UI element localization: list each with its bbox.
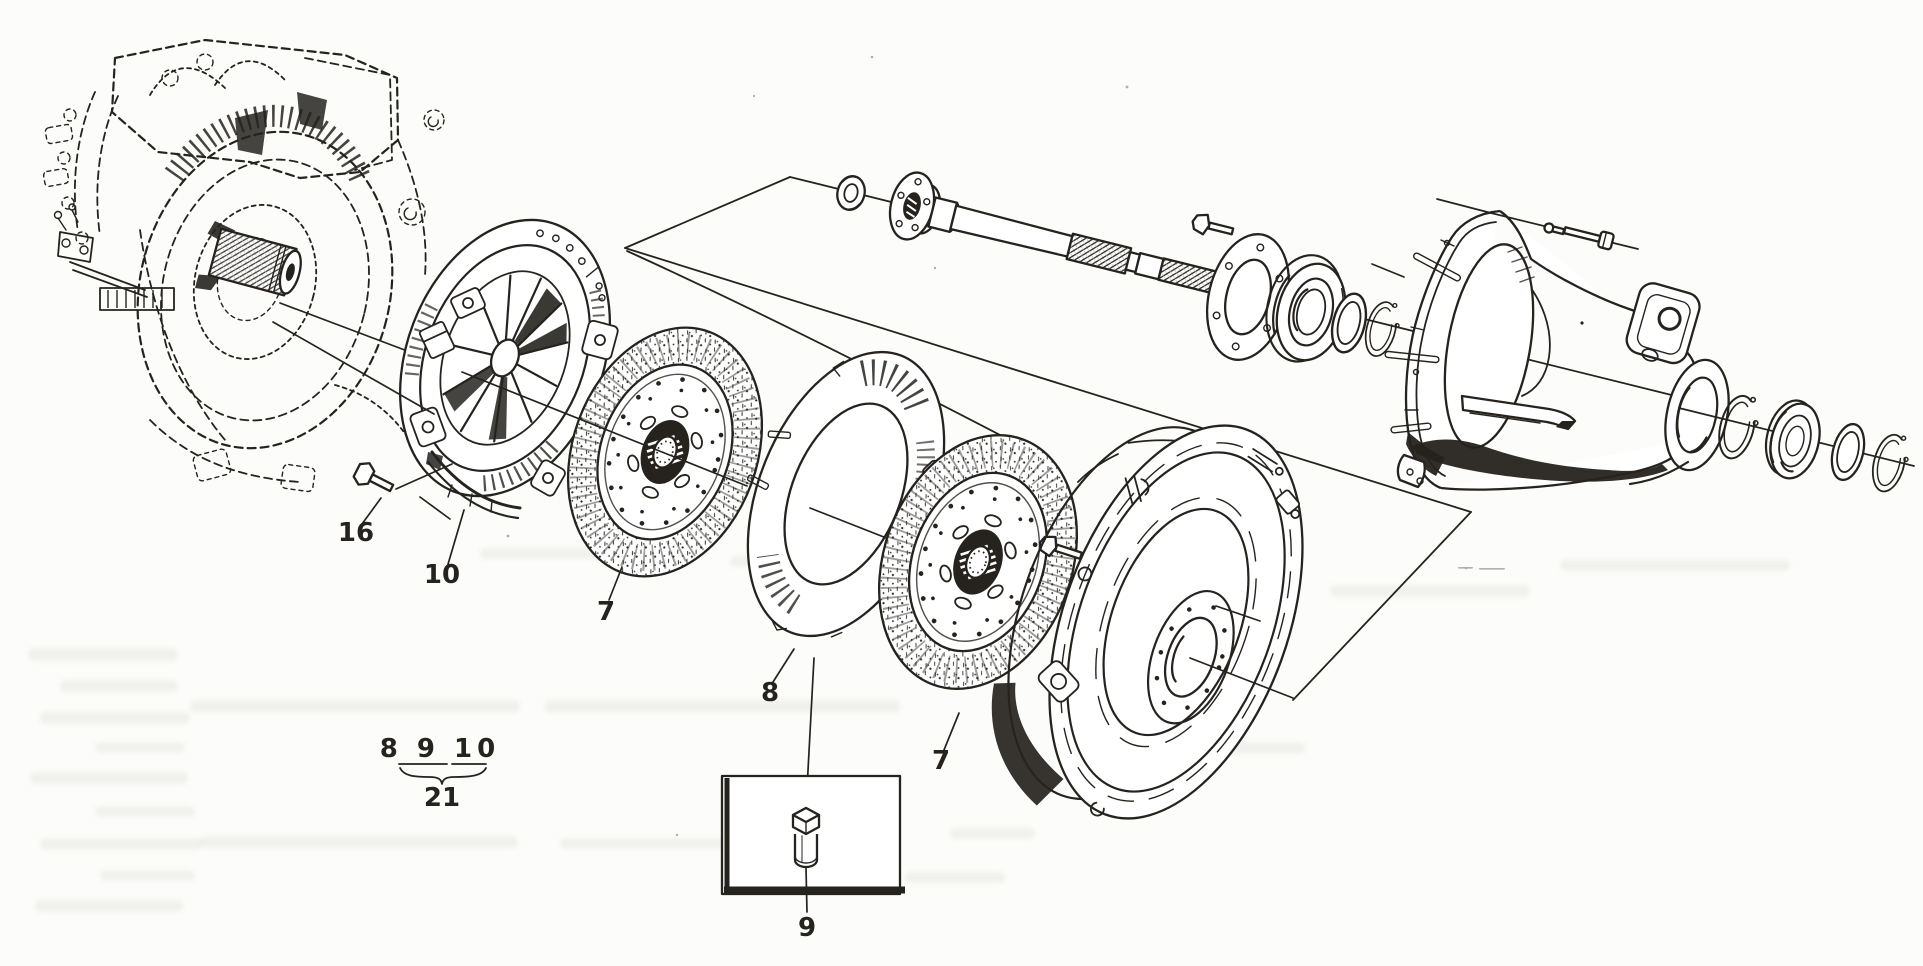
group-members: 8 9 10 bbox=[380, 734, 500, 764]
leader-flywheel-hub bbox=[1215, 605, 1261, 622]
callout-7-rear: 7 bbox=[932, 746, 950, 776]
bearing-retainer-plate bbox=[1205, 233, 1291, 361]
clutch-cover-pressure-plate-10 bbox=[398, 218, 619, 520]
bolt-16 bbox=[352, 462, 395, 493]
gearbox bbox=[42, 38, 445, 493]
housing-bolt-short bbox=[1543, 222, 1566, 236]
housing-bolt-long bbox=[1562, 226, 1615, 251]
flange-bolt bbox=[1191, 213, 1235, 236]
callout-10: 10 bbox=[424, 560, 460, 590]
front-circlip bbox=[1359, 297, 1405, 361]
group-callout: 8 9 10 21 bbox=[380, 734, 500, 813]
flywheel-clutch-housing bbox=[991, 424, 1304, 820]
housing-bolts bbox=[1436, 198, 1639, 251]
callout-8: 8 bbox=[761, 678, 779, 708]
adjusting-screw-9 bbox=[791, 806, 821, 869]
rear-circlip-2 bbox=[1866, 429, 1915, 497]
drive-shaft bbox=[927, 196, 1237, 296]
leader-cover-to-disc-hub bbox=[461, 371, 748, 487]
pilot-bearing-ring bbox=[836, 175, 866, 211]
leader-gearbox-to-cover bbox=[279, 302, 411, 353]
leader-flywheel-centre bbox=[1189, 657, 1294, 699]
leader-stub-to-cover-centre bbox=[272, 321, 435, 415]
callout-7-front: 7 bbox=[597, 597, 615, 627]
group-assembly-ref: 21 bbox=[424, 783, 460, 813]
annotations: 16 10 7 8 7 9 8 9 10 21 bbox=[338, 462, 960, 943]
rear-spacer-ring bbox=[1825, 419, 1871, 485]
scan-specks bbox=[298, 55, 1505, 837]
leader-housing-flange bbox=[1371, 263, 1405, 278]
callout-9: 9 bbox=[798, 913, 816, 943]
input-shaft-splined-stub bbox=[194, 220, 302, 297]
callout-16: 16 bbox=[338, 518, 374, 548]
rear-ball-bearing bbox=[1757, 394, 1829, 485]
bell-housing bbox=[1384, 209, 1730, 491]
